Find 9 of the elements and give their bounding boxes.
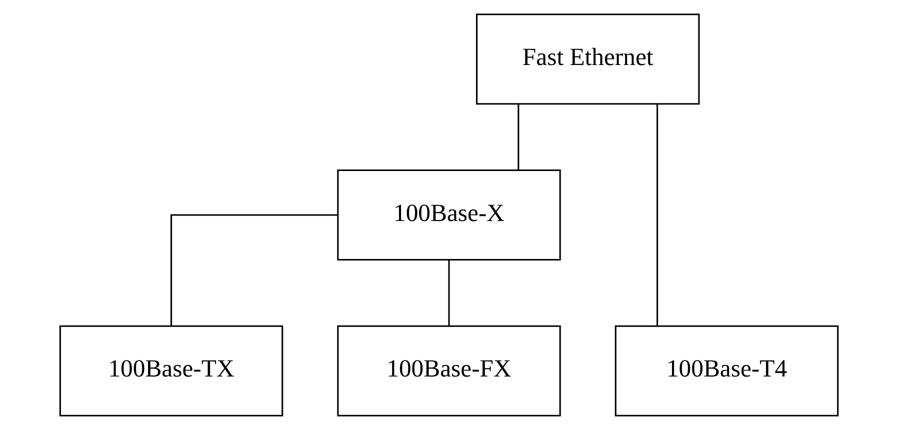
connector <box>448 260 450 326</box>
connector <box>656 104 658 326</box>
connector <box>170 214 338 326</box>
node-box: Fast Ethernet <box>476 14 700 105</box>
node-box: 100Base-X <box>336 169 560 261</box>
node-box: 100Base-TX <box>58 325 283 416</box>
node-box: 100Base-T4 <box>614 325 838 416</box>
connector <box>517 104 519 170</box>
node-box: 100Base-FX <box>336 325 560 416</box>
